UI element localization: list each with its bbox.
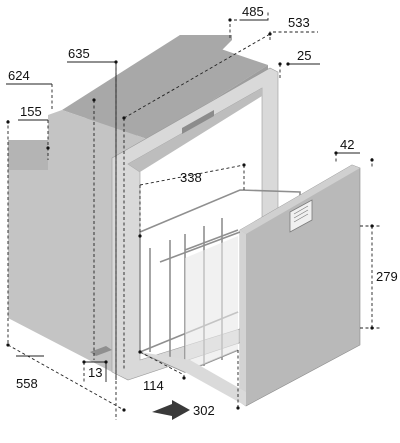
front-frame-inner-shade: [128, 88, 262, 172]
dim-338: 338: [180, 170, 202, 185]
dim-485: 485: [242, 4, 264, 19]
dimension-lines: [6, 10, 380, 420]
dim-635: 635: [68, 46, 90, 61]
drawer-basket-panel: [185, 236, 238, 372]
cabinet-top-main: [62, 35, 268, 140]
dim-558: 558: [16, 376, 38, 391]
mount-bracket: [90, 346, 112, 356]
cabinet-left-side: [8, 110, 150, 372]
drawer-floor: [140, 352, 246, 406]
door-handle-icon: [289, 199, 313, 233]
door-edge: [240, 230, 246, 406]
dim-13: 13: [88, 365, 102, 380]
dim-42: 42: [340, 137, 354, 152]
dim-155: 155: [20, 104, 42, 119]
arrow-right-icon: [152, 400, 190, 420]
frame-vent: [182, 110, 214, 134]
dim-302: 302: [193, 403, 215, 418]
dim-114: 114: [143, 378, 164, 393]
dim-279: 279: [376, 269, 398, 284]
dim-25: 25: [297, 48, 311, 63]
dim-624: 624: [8, 68, 30, 83]
door-top-edge: [240, 165, 360, 234]
cabinet-step: [8, 140, 48, 170]
dim-533: 533: [288, 15, 310, 30]
